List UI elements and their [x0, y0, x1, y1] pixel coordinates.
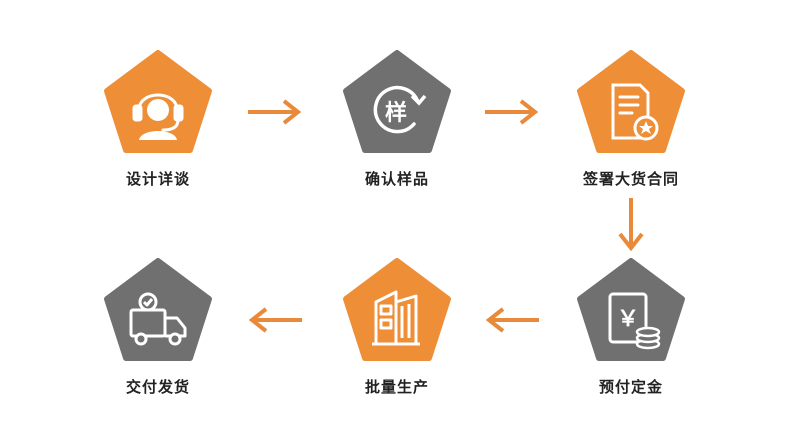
contract-document-icon	[611, 83, 659, 141]
yuan-deposit-icon: ￥	[608, 292, 661, 350]
pentagon-gray: 样	[343, 50, 451, 153]
factory-building-icon	[372, 290, 420, 346]
step-label: 确认样品	[364, 170, 429, 188]
step-label: 签署大货合同	[582, 170, 679, 188]
step-label: 批量生产	[364, 378, 429, 396]
step-mass-production: 批量生产	[342, 258, 452, 408]
step-confirm-sample: 样 确认样品	[342, 50, 452, 200]
sample-confirm-icon: 样	[373, 85, 427, 134]
step-label: 设计详谈	[125, 170, 190, 188]
pentagon-orange	[104, 50, 212, 153]
arrow-right-icon	[248, 99, 302, 125]
customer-service-headset-icon	[132, 93, 184, 140]
step-prepay-deposit: ￥ 预付定金	[576, 258, 686, 408]
arrow-down-icon	[618, 198, 644, 252]
svg-text:￥: ￥	[617, 307, 639, 332]
arrow-left-icon	[248, 307, 302, 333]
step-sign-contract: 签署大货合同	[576, 50, 686, 200]
arrow-left-icon	[485, 307, 539, 333]
pentagon-orange	[577, 50, 685, 153]
pentagon-gray: ￥	[577, 258, 685, 361]
step-label: 预付定金	[598, 378, 663, 396]
pentagon-gray	[104, 258, 212, 361]
svg-text:样: 样	[385, 100, 407, 126]
delivery-truck-icon	[129, 292, 187, 346]
step-delivery: 交付发货	[103, 258, 213, 408]
arrow-right-icon	[485, 99, 539, 125]
step-label: 交付发货	[125, 378, 190, 396]
pentagon-orange	[343, 258, 451, 361]
step-design-discussion: 设计详谈	[103, 50, 213, 200]
